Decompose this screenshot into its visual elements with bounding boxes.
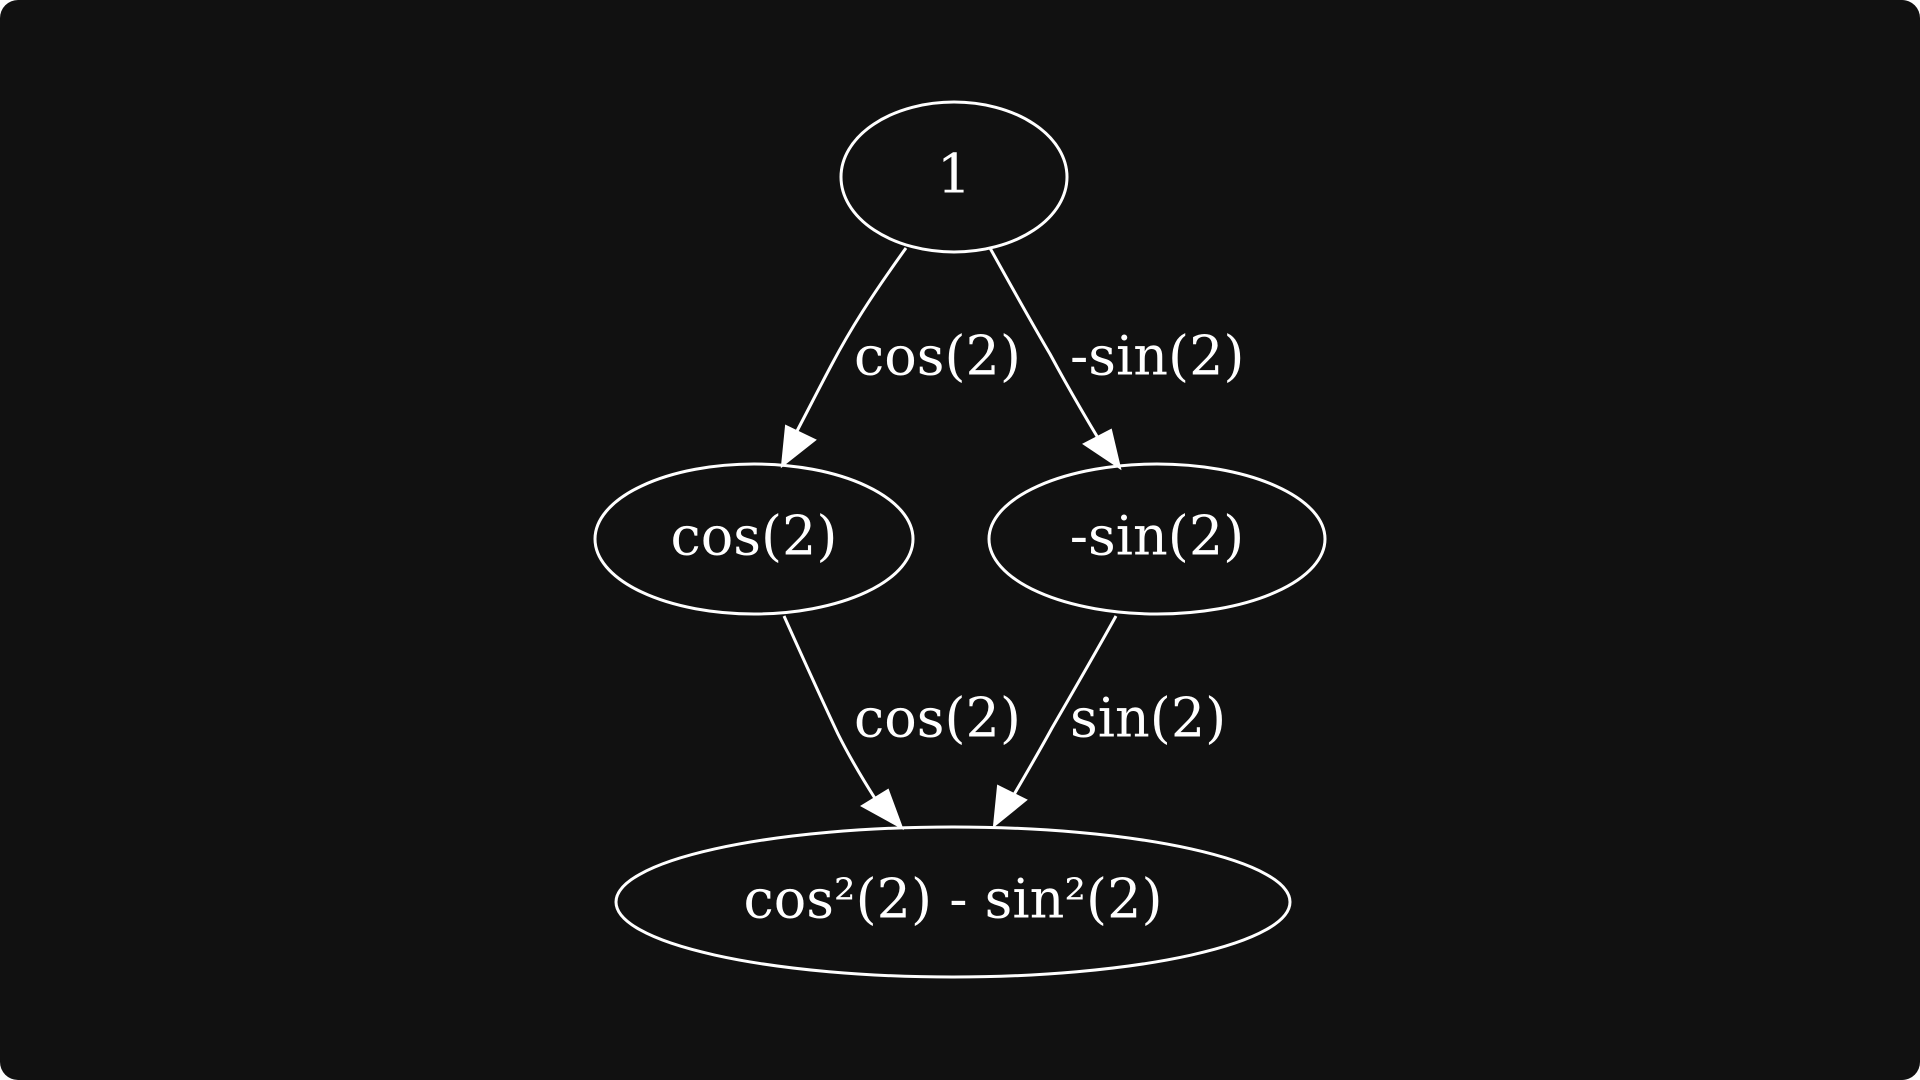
node-ellipse xyxy=(593,462,915,616)
node-label-top: 1 xyxy=(937,143,971,206)
node-ellipse xyxy=(987,462,1327,616)
edge-label-top-to-negsin: -sin(2) xyxy=(1070,325,1245,388)
arrow-head xyxy=(860,788,904,831)
node-label-negsin: -sin(2) xyxy=(1070,505,1245,568)
arrow-head xyxy=(992,784,1028,829)
edge-negsin-to-result: sin(2) xyxy=(992,615,1226,829)
edge-line xyxy=(782,615,878,801)
arrow-head xyxy=(1082,428,1122,471)
node-ellipse xyxy=(614,825,1292,979)
arrow-head xyxy=(780,424,817,469)
edge-label-cos-to-result: cos(2) xyxy=(854,687,1021,750)
edge-cos-to-result: cos(2) xyxy=(782,615,1021,831)
edge-line xyxy=(1010,615,1118,799)
edge-top-to-negsin: -sin(2) xyxy=(988,247,1245,471)
edge-top-to-cos: cos(2) xyxy=(780,247,1021,469)
node-label-result: cos²(2) - sin²(2) xyxy=(743,868,1162,931)
node-ellipse xyxy=(839,100,1069,254)
edge-label-top-to-cos: cos(2) xyxy=(854,325,1021,388)
node-cos: cos(2) xyxy=(593,462,915,616)
node-result: cos²(2) - sin²(2) xyxy=(614,825,1292,979)
edge-line xyxy=(786,247,908,449)
edge-line xyxy=(988,247,1100,439)
node-top: 1 xyxy=(839,100,1069,254)
edge-label-negsin-to-result: sin(2) xyxy=(1070,687,1226,750)
node-label-cos: cos(2) xyxy=(671,505,838,568)
node-negsin: -sin(2) xyxy=(987,462,1327,616)
